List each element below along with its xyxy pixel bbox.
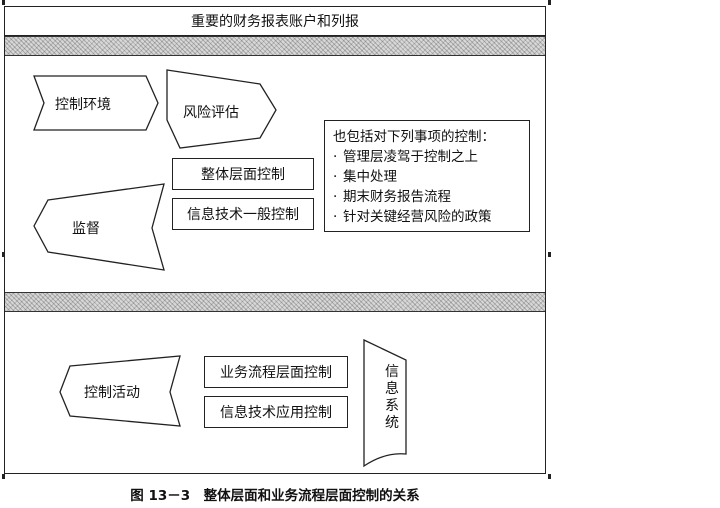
diagram-title-text: 重要的财务报表账户和列报 — [191, 13, 359, 30]
risk-assessment-label: 风险评估 — [183, 105, 239, 121]
it-application-controls-box: 信息技术应用控制 — [204, 396, 348, 428]
entity-level-controls-label: 整体层面控制 — [201, 167, 285, 183]
business-process-controls-box: 业务流程层面控制 — [204, 356, 348, 388]
note-item-text: 期末财务报告流程 — [343, 189, 451, 205]
edge-tick — [548, 252, 551, 257]
figure-caption: 图 13－3 整体层面和业务流程层面控制的关系 — [130, 488, 420, 504]
control-environment-chevron — [33, 75, 159, 131]
hatched-band-middle — [5, 292, 545, 312]
entity-level-controls-box: 整体层面控制 — [172, 158, 314, 190]
edge-tick — [548, 474, 551, 479]
note-heading: 也包括对下列事项的控制： — [333, 129, 495, 145]
diagram-title: 重要的财务报表账户和列报 — [4, 6, 546, 36]
note-item-text: 集中处理 — [343, 169, 397, 185]
information-system-label: 信息系统 — [385, 364, 399, 431]
note-item: ·期末财务报告流程 — [333, 189, 451, 205]
information-system-arrow — [363, 338, 407, 468]
hatched-band-top — [5, 36, 545, 56]
control-activities-label: 控制活动 — [84, 385, 140, 401]
note-item: ·针对关键经营风险的政策 — [333, 209, 492, 225]
it-application-controls-label: 信息技术应用控制 — [220, 405, 332, 421]
note-item: ·集中处理 — [333, 169, 397, 185]
it-general-controls-label: 信息技术一般控制 — [187, 207, 299, 223]
note-item-text: 管理层凌驾于控制之上 — [343, 149, 478, 165]
monitoring-label: 监督 — [72, 221, 100, 237]
control-activities-arrow — [59, 355, 181, 427]
edge-tick — [2, 0, 5, 5]
business-process-controls-label: 业务流程层面控制 — [220, 365, 332, 381]
diagram-frame — [4, 6, 546, 474]
risk-assessment-pentagon — [166, 69, 277, 149]
edge-tick — [548, 0, 551, 5]
note-item-text: 针对关键经营风险的政策 — [343, 209, 492, 225]
additional-controls-note: 也包括对下列事项的控制： ·管理层凌驾于控制之上 ·集中处理 ·期末财务报告流程… — [324, 120, 530, 232]
edge-tick — [2, 252, 5, 257]
control-environment-label: 控制环境 — [55, 97, 111, 113]
monitoring-arrow — [33, 183, 165, 271]
it-general-controls-box: 信息技术一般控制 — [172, 198, 314, 230]
edge-tick — [2, 474, 5, 479]
note-item: ·管理层凌驾于控制之上 — [333, 149, 478, 165]
